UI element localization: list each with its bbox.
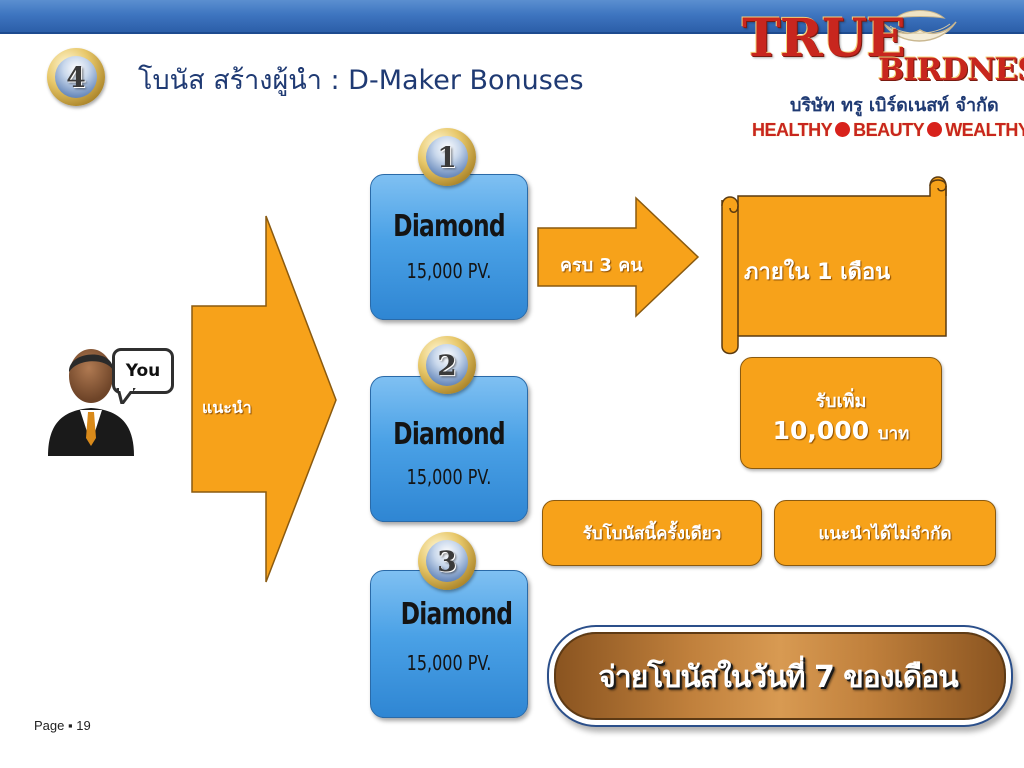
red-dot-icon <box>927 122 943 137</box>
reward-box: รับเพิ่ม 10,000 บาท <box>740 357 942 469</box>
speech-bubble-tail-icon <box>116 388 136 404</box>
complete-arrow-shape <box>537 196 700 318</box>
red-dot-icon <box>835 122 851 137</box>
page-title: โบนัส สร้างผู้นำ : D-Maker Bonuses <box>138 65 584 96</box>
diamond-card-1: Diamond 15,000 PV. <box>370 174 528 320</box>
logo-tagline: HEALTHY BEAUTY WEALTHY <box>752 120 1024 141</box>
diamond-number: 2 <box>426 344 468 386</box>
birdnest-logo-icon <box>883 10 957 42</box>
diamond-number: 3 <box>426 540 468 582</box>
reward-amount: 10,000 <box>772 416 870 445</box>
logo-company-name: บริษัท ทรู เบิร์ดเนสท์ จำกัด <box>790 95 999 116</box>
diamond-title: Diamond <box>400 597 513 632</box>
businessman-icon <box>48 349 134 456</box>
logo-tag-wealthy: WEALTHY <box>945 120 1024 140</box>
diamond-number: 1 <box>426 136 468 178</box>
diamond-number-badge-3: 3 <box>418 532 476 590</box>
diamond-card-3: Diamond 15,000 PV. <box>370 570 528 718</box>
refer-label: แนะนำ <box>202 398 252 417</box>
reward-amount-line: 10,000 บาท <box>741 416 941 447</box>
header-bar <box>0 0 1024 34</box>
reward-line1: รับเพิ่ม <box>815 391 867 412</box>
within-1-month-label: ภายใน 1 เดือน <box>744 260 891 285</box>
bullet-icon: ▪ <box>68 718 73 733</box>
one-time-bonus-note: รับโบนัสนี้ครั้งเดียว <box>542 500 762 566</box>
diamond-number-badge-2: 2 <box>418 336 476 394</box>
section-number-badge: 4 <box>47 48 105 106</box>
payout-banner-text: จ่ายโบนัสในวันที่ 7 ของเดือน <box>598 660 958 695</box>
reward-unit: บาท <box>877 424 910 444</box>
page-number: 19 <box>76 718 91 733</box>
diamond-title: Diamond <box>393 209 505 244</box>
speech-bubble: You <box>112 348 174 394</box>
diamond-number-badge-1: 1 <box>418 128 476 186</box>
diamond-pv: 15,000 PV. <box>406 465 492 489</box>
page-footer: Page ▪ 19 <box>34 718 91 733</box>
logo-true-word: TRUE <box>742 8 906 69</box>
diamond-pv: 15,000 PV. <box>406 651 492 675</box>
unlimited-referral-note: แนะนำได้ไม่จำกัด <box>774 500 996 566</box>
complete-3-label: ครบ 3 คน <box>560 255 643 276</box>
logo-tag-healthy: HEALTHY <box>752 120 833 140</box>
diamond-card-2: Diamond 15,000 PV. <box>370 376 528 522</box>
section-number: 4 <box>55 56 97 98</box>
logo-birdnest-word: BIRDNEST <box>878 52 1024 88</box>
refer-arrow-shape <box>191 215 337 583</box>
diamond-pv: 15,000 PV. <box>406 259 492 283</box>
page-label: Page <box>34 718 65 733</box>
diamond-title: Diamond <box>393 417 505 452</box>
scroll-banner-shape <box>721 176 947 355</box>
payout-banner <box>554 632 1006 720</box>
logo-tag-beauty: BEAUTY <box>853 120 925 140</box>
